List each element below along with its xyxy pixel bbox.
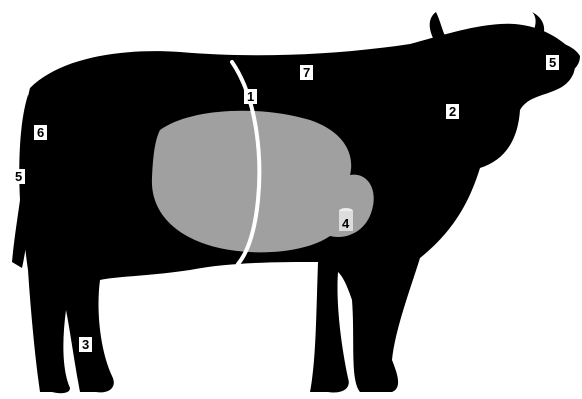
- label-bolus: 4: [339, 216, 352, 231]
- label-back: 7: [300, 65, 313, 80]
- label-tail: 5: [12, 169, 25, 184]
- label-girth: 1: [244, 89, 257, 104]
- cow-horn-left: [430, 12, 446, 40]
- label-head: 2: [446, 104, 459, 119]
- label-foreleg: 3: [79, 337, 92, 352]
- label-ear: 5: [546, 55, 559, 70]
- label-hip: 6: [34, 125, 47, 140]
